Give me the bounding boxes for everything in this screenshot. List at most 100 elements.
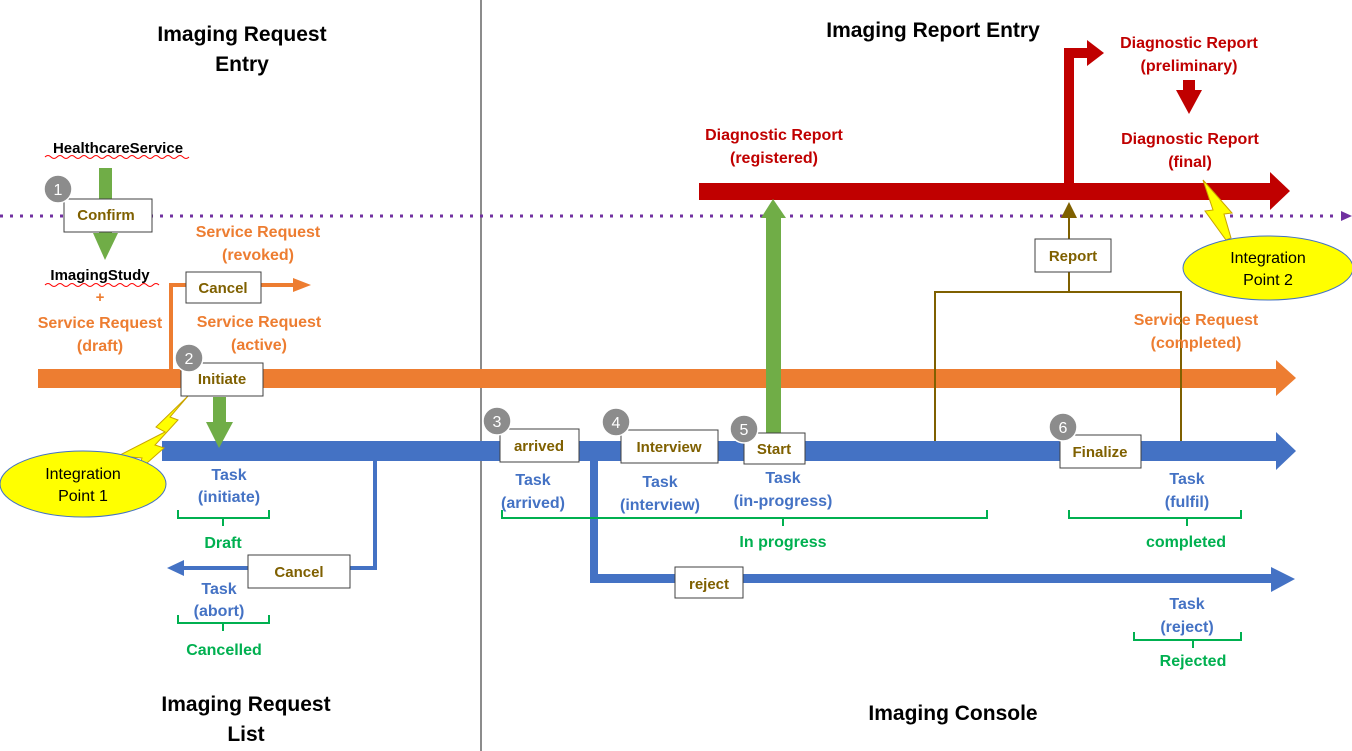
dr-preliminary-line1: Diagnostic Report <box>1120 35 1258 52</box>
report-connector <box>934 291 1182 441</box>
step-3-number: 3 <box>493 414 502 431</box>
report-label: Report <box>1049 248 1097 265</box>
start-green-shaft <box>766 216 781 441</box>
arrived-label: arrived <box>514 438 564 455</box>
prelim-to-final-arrowhead <box>1176 90 1202 114</box>
preliminary-branch-horizontal <box>1064 48 1089 58</box>
task-arrowhead <box>1276 432 1296 470</box>
finalize-label: Finalize <box>1072 444 1127 461</box>
sr-active-line1: Service Request <box>197 314 322 331</box>
header-console: Imaging Console <box>868 702 1037 725</box>
in-progress-brace <box>501 510 988 526</box>
integration-point-1-line2: Point 1 <box>58 488 108 505</box>
step-2-circle <box>174 343 204 373</box>
task-interview-line1: Task <box>642 474 677 491</box>
start-box <box>743 432 806 465</box>
task-reject-line2: (reject) <box>1160 619 1213 636</box>
step-1-number: 1 <box>54 182 63 199</box>
task-fulfil-line1: Task <box>1169 471 1204 488</box>
integration-point-2-line1: Integration <box>1230 250 1306 267</box>
dotted-line-arrowhead <box>1341 211 1352 221</box>
dr-final-line1: Diagnostic Report <box>1121 131 1259 148</box>
reject-arrowhead <box>1271 567 1295 592</box>
cancelled-brace <box>177 615 270 631</box>
sr-revoked-line1: Service Request <box>196 224 321 241</box>
imaging-study-label: ImagingStudy <box>50 267 150 284</box>
integration-point-2-bolt <box>1202 179 1233 241</box>
service-request-arrowhead <box>1276 360 1296 396</box>
finalize-box <box>1059 434 1142 469</box>
step-2-number: 2 <box>185 351 194 368</box>
plus-label: + <box>96 289 105 306</box>
integration-point-1-line1: Integration <box>45 466 121 483</box>
integration-point-2-ellipse <box>1182 235 1352 301</box>
integration-point-2-line2: Point 2 <box>1243 272 1293 289</box>
initiate-green-arrowhead <box>206 422 233 448</box>
reject-branch-horizontal <box>590 574 1278 583</box>
reject-label: reject <box>689 576 729 593</box>
diagnostic-report-arrow-shaft <box>699 183 1272 200</box>
preliminary-branch-arrowhead <box>1087 40 1104 66</box>
confirm-green-arrowhead <box>93 233 118 260</box>
task-in-progress-line2: (in-progress) <box>734 493 833 510</box>
initiate-label: Initiate <box>198 371 246 388</box>
dr-registered-line2: (registered) <box>730 150 818 167</box>
header-request-list-line2: List <box>227 723 264 746</box>
cancel-request-box <box>185 271 262 304</box>
draft-brace <box>177 510 270 526</box>
confirm-label: Confirm <box>77 207 135 224</box>
integration-point-1-ellipse <box>0 450 167 518</box>
task-abort-line1: Task <box>201 581 236 598</box>
task-fulfil-line2: (fulfil) <box>1165 494 1209 511</box>
dr-registered-line1: Diagnostic Report <box>705 127 843 144</box>
cancel-request-arrowhead <box>293 278 311 292</box>
step-5-number: 5 <box>740 422 749 439</box>
header-report-entry: Imaging Report Entry <box>826 19 1040 42</box>
task-interview-line2: (interview) <box>620 497 700 514</box>
dr-final-line2: (final) <box>1168 154 1212 171</box>
sr-draft-line2: (draft) <box>77 338 123 355</box>
dr-preliminary-line2: (preliminary) <box>1141 58 1238 75</box>
task-abort-line2: (abort) <box>194 603 245 620</box>
healthcare-service-squiggle <box>44 155 190 159</box>
interview-label: Interview <box>636 439 701 456</box>
task-initiate-line1: Task <box>211 467 246 484</box>
sr-revoked-line2: (revoked) <box>222 247 294 264</box>
status-cancelled: Cancelled <box>186 642 262 659</box>
task-initiate-line2: (initiate) <box>198 489 260 506</box>
cancel-task-branch <box>182 460 377 570</box>
step-1-circle <box>43 174 73 204</box>
arrived-box <box>499 428 580 463</box>
prelim-to-final-shaft <box>1183 80 1195 91</box>
report-box <box>1034 238 1112 273</box>
step-4-circle <box>601 407 631 437</box>
initiate-green-shaft <box>213 397 226 423</box>
status-completed: completed <box>1146 534 1226 551</box>
completed-brace <box>1068 510 1242 526</box>
step-6-circle <box>1048 412 1078 442</box>
sr-draft-line1: Service Request <box>38 315 163 332</box>
header-request-entry-line2: Entry <box>215 53 269 76</box>
start-green-arrowhead <box>761 199 786 218</box>
status-in-progress: In progress <box>739 534 826 551</box>
cancel-task-arrowhead <box>167 560 184 576</box>
imaging-study-squiggle <box>44 283 160 287</box>
service-request-arrow-shaft <box>38 369 1278 388</box>
sr-completed-line1: Service Request <box>1134 312 1259 329</box>
task-arrived-line2: (arrived) <box>501 495 565 512</box>
diagnostic-report-arrowhead <box>1270 172 1290 210</box>
reject-branch-vertical <box>590 458 598 582</box>
rejected-brace <box>1133 632 1242 648</box>
header-request-list-line1: Imaging Request <box>161 693 330 716</box>
task-arrow-shaft <box>162 441 1278 461</box>
reject-box <box>674 566 744 599</box>
task-in-progress-line1: Task <box>765 470 800 487</box>
step-3-circle <box>482 406 512 436</box>
task-reject-line1: Task <box>1169 596 1204 613</box>
task-arrived-line1: Task <box>515 472 550 489</box>
healthcare-service-label: HealthcareService <box>53 140 183 157</box>
status-rejected: Rejected <box>1160 653 1227 670</box>
step-5-circle <box>729 414 759 444</box>
preliminary-branch-vertical <box>1064 48 1074 184</box>
